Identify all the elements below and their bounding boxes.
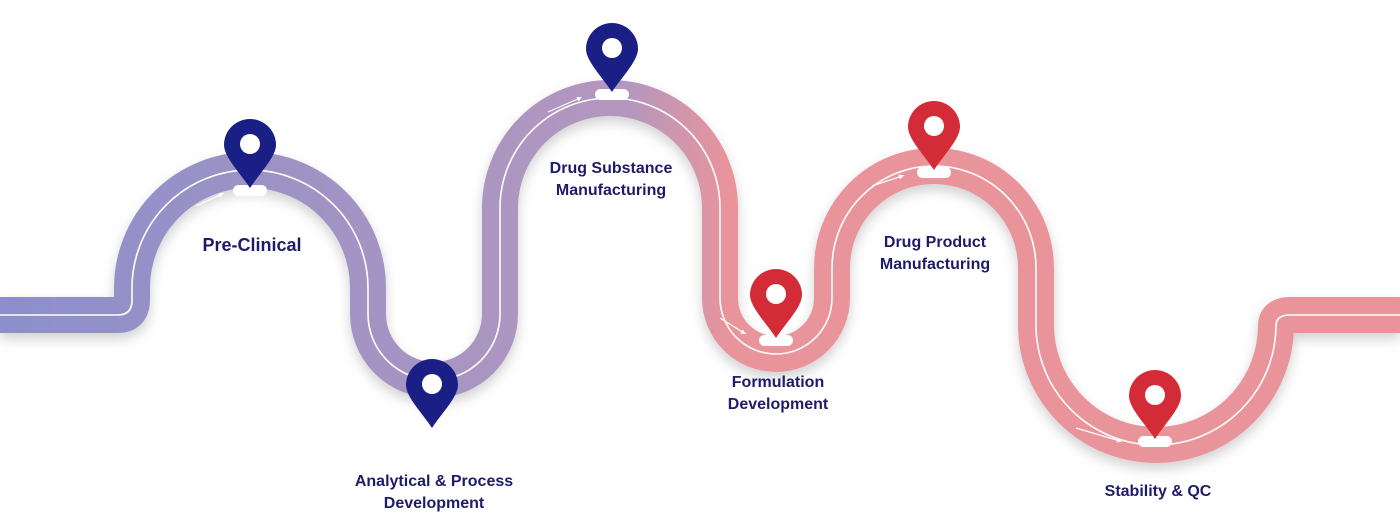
stage-label-line: Manufacturing — [879, 256, 991, 273]
road-body — [0, 80, 1400, 463]
arrow-icon — [373, 411, 407, 428]
stage-label-line: Development — [727, 396, 829, 413]
stage-label: Pre-Clinical — [202, 234, 301, 256]
stage-label-line: Analytical & Process — [354, 473, 514, 490]
pin-base — [1138, 436, 1172, 447]
map-pin-icon — [908, 101, 960, 178]
arrow-icon — [547, 97, 583, 113]
stage-label-line: Drug Substance — [549, 160, 673, 177]
pin-hole — [766, 284, 786, 304]
road-center-line — [0, 97, 1400, 446]
stage-label-line: Pre-Clinical — [202, 235, 302, 255]
pin-hole — [602, 38, 622, 58]
stage-pins — [224, 23, 1181, 447]
arrow-icon — [871, 174, 905, 187]
pin-hole — [240, 134, 260, 154]
pin-hole — [422, 374, 442, 394]
pin-hole — [924, 116, 944, 136]
pin-base — [595, 89, 629, 100]
stage-label-line: Stability & QC — [1104, 483, 1212, 500]
stage-label-line: Manufacturing — [555, 182, 667, 199]
map-pin-icon — [224, 119, 276, 196]
direction-arrows — [195, 97, 1123, 443]
arrow-icon — [1075, 427, 1123, 443]
map-pin-icon — [406, 359, 458, 436]
arrow-icon — [719, 317, 747, 335]
stage-label-line: Formulation — [731, 374, 825, 391]
stage-label-line: Development — [383, 495, 485, 512]
pin-base — [759, 335, 793, 346]
map-pin-icon — [586, 23, 638, 100]
stage-label: Stability & QC — [1105, 481, 1212, 503]
arrow-icon — [195, 192, 225, 207]
pin-base — [233, 185, 267, 196]
stage-label-line: Drug Product — [883, 234, 987, 251]
map-pin-icon — [750, 269, 802, 346]
pin-base — [415, 425, 449, 436]
pin-base — [917, 167, 951, 178]
map-pin-icon — [1129, 370, 1181, 447]
pin-hole — [1145, 385, 1165, 405]
